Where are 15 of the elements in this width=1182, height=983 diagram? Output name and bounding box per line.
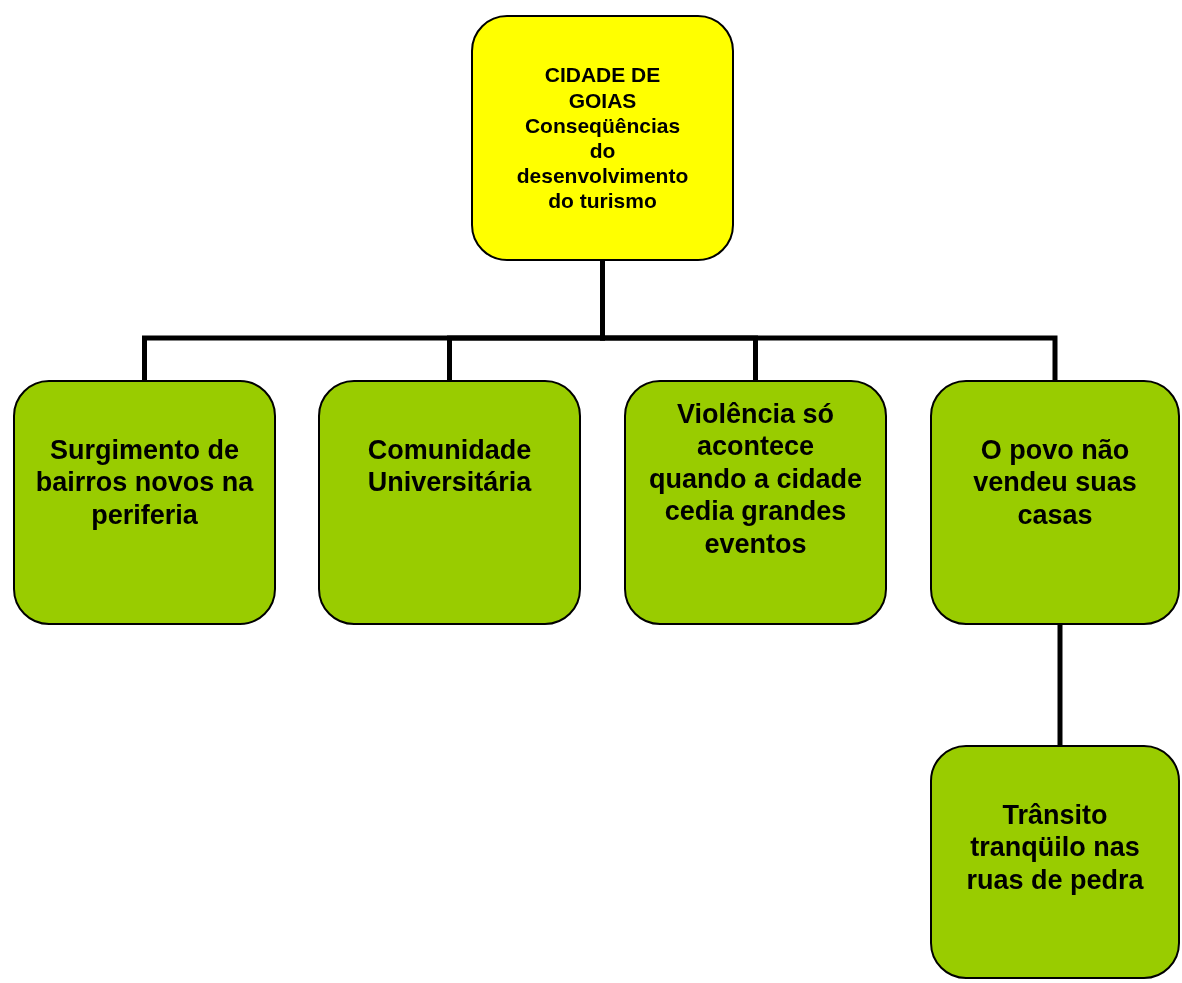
connector-line xyxy=(600,261,1058,380)
topic-box xyxy=(624,380,887,625)
box-text: Surgimento de bairros novos na periferia xyxy=(35,434,254,532)
topic-box xyxy=(13,380,276,625)
topic-box xyxy=(930,745,1180,979)
box-text: Comunidade Universitária xyxy=(366,434,533,499)
topic-box xyxy=(318,380,581,625)
box-text: Conseqüências do desenvolvimento do turismo xyxy=(515,112,690,214)
title-box xyxy=(471,15,734,261)
box-text: O povo não vendeu suas casas xyxy=(972,434,1138,532)
box-text: CIDADE DE GOIAS xyxy=(543,62,662,113)
topic-box xyxy=(930,380,1180,625)
connector-line xyxy=(1057,625,1063,745)
box-text: Trânsito tranqüilo nas ruas de pedra xyxy=(965,799,1145,897)
box-text: Violência só acontece quando a cidade cedia grandes eventos xyxy=(647,398,863,560)
